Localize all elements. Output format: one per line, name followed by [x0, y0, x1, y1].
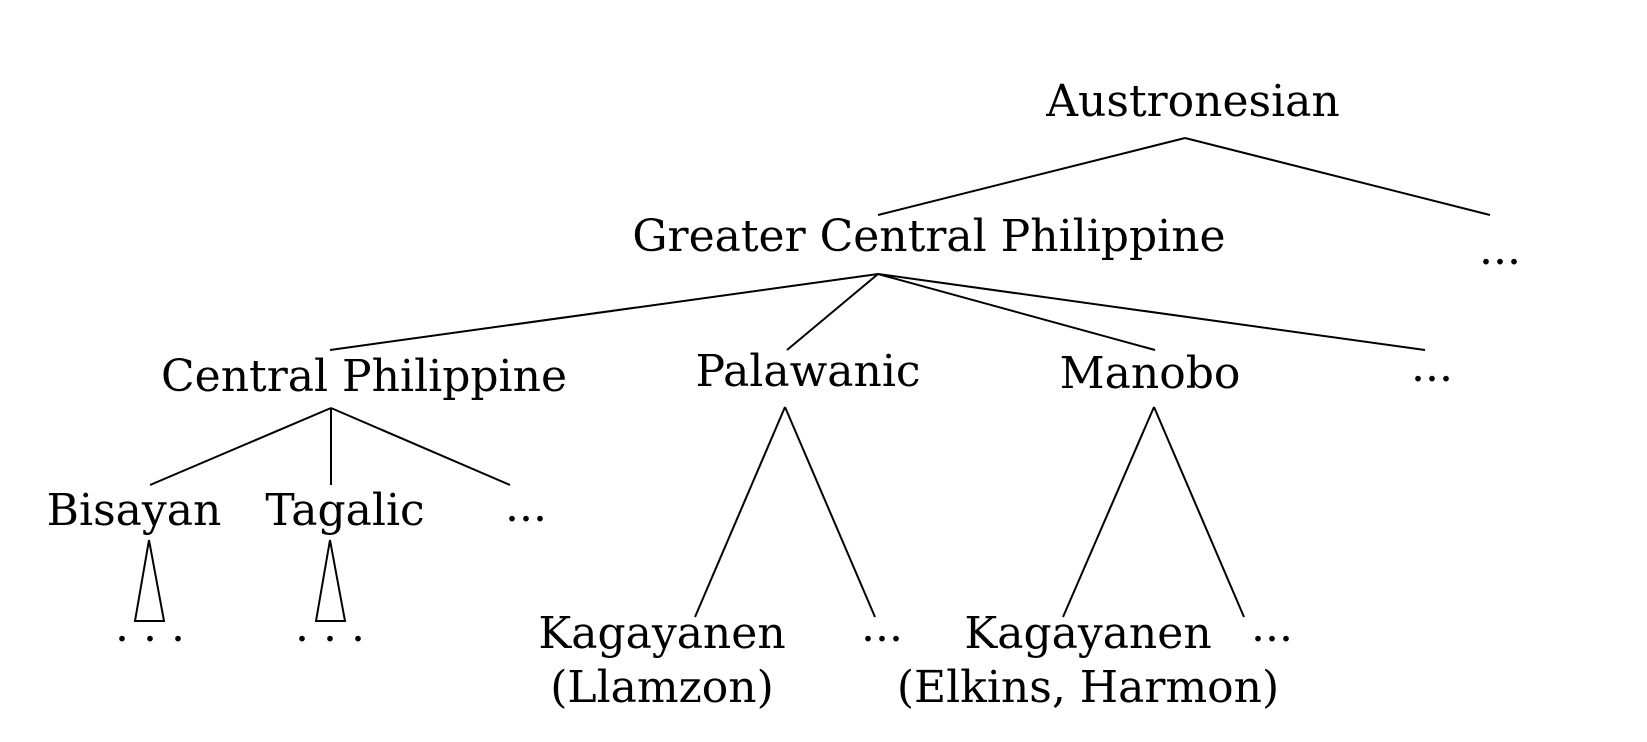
node-tagalic-leaves: . . .	[295, 601, 365, 652]
node-manobo-more: ...	[1251, 601, 1293, 652]
triangle-bisayan	[133, 539, 166, 622]
edge-palawanic-kagayanen	[694, 406, 786, 618]
kagayanen-elkins-harmon-name: Kagayanen	[964, 608, 1212, 659]
edge-cp-bisayan	[149, 407, 332, 486]
edge-manobo-kagayanen	[1062, 406, 1155, 618]
edge-austronesian-more	[1184, 137, 1491, 216]
edge-gcp-more	[877, 273, 1426, 351]
kagayanen-elkins-harmon-source: (Elkins, Harmon)	[896, 662, 1280, 713]
node-tagalic: Tagalic	[265, 485, 425, 536]
node-manobo: Manobo	[1059, 348, 1241, 399]
node-austronesian: Austronesian	[1046, 76, 1340, 127]
node-gcp-more: ...	[1411, 341, 1453, 392]
node-palawanic: Palawanic	[695, 346, 921, 397]
triangle-tagalic	[314, 539, 347, 622]
edge-gcp-cp	[329, 273, 879, 351]
edge-gcp-palawanic	[786, 273, 879, 351]
edge-manobo-more	[1153, 406, 1245, 618]
node-bisayan-leaves: . . .	[115, 601, 185, 652]
edge-gcp-manobo	[877, 273, 1156, 351]
edge-austronesian-gcp	[877, 137, 1186, 216]
node-palawanic-more: ...	[861, 601, 903, 652]
node-bisayan: Bisayan	[46, 485, 222, 536]
edge-cp-more	[330, 407, 511, 486]
edge-palawanic-more	[784, 406, 876, 618]
node-greater-central-philippine: Greater Central Philippine	[632, 211, 1226, 262]
kagayanen-llamzon-name: Kagayanen	[538, 608, 786, 659]
node-central-philippine: Central Philippine	[161, 351, 567, 402]
node-kagayanen-llamzon: Kagayanen (Llamzon)	[538, 612, 785, 710]
node-austronesian-more: ...	[1479, 224, 1521, 275]
kagayanen-llamzon-source: (Llamzon)	[550, 662, 774, 713]
node-kagayanen-elkins-harmon: Kagayanen (Elkins, Harmon)	[897, 612, 1279, 710]
node-cp-more: ...	[505, 481, 547, 532]
